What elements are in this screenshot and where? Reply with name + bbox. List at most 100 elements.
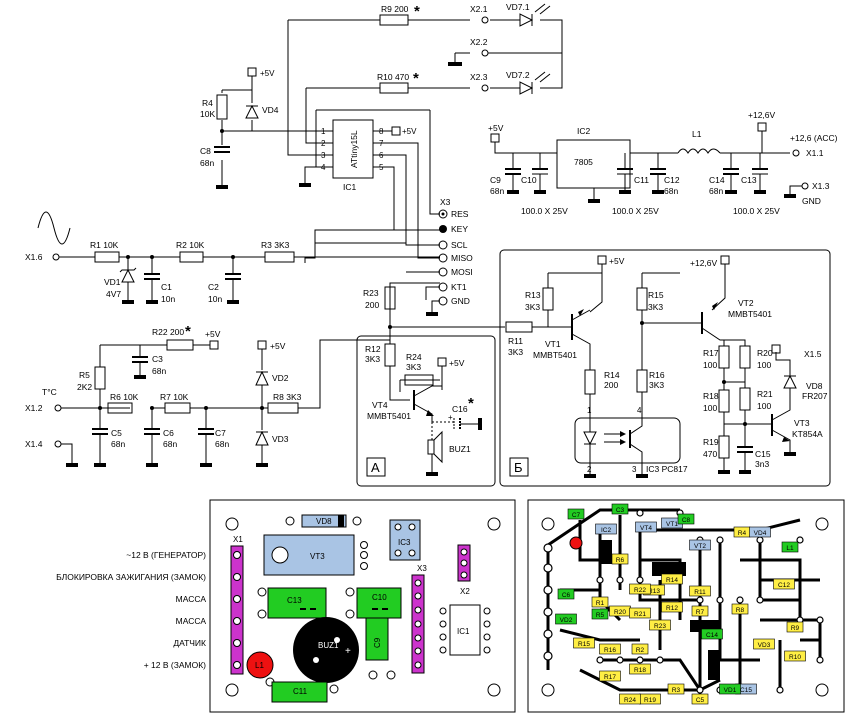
ic3-pin1: 1: [587, 406, 592, 415]
r18-value: 100: [703, 403, 717, 413]
c15-label: C15: [755, 449, 771, 459]
svg-text:R18: R18: [634, 667, 646, 674]
ic1-body: [332, 119, 374, 179]
vd3-diode-icon: [255, 430, 269, 446]
c13-part: [267, 587, 327, 619]
svg-text:C5: C5: [696, 697, 705, 704]
pcb-label-r8: R8: [731, 603, 749, 615]
pcb-label-r23: R23: [649, 619, 671, 631]
r13-label: R13: [525, 290, 541, 300]
c13-label: C13: [741, 175, 757, 185]
c10-part-label: C10: [372, 593, 387, 602]
x1-3-gnd: GND: [802, 196, 821, 206]
pcb-label-r10: R10: [784, 650, 806, 662]
pcb-label-r7: R7: [691, 605, 709, 617]
svg-text:L1: L1: [786, 545, 794, 552]
pcb-label-r16: R16: [599, 643, 621, 655]
r16-label: R16: [649, 370, 665, 380]
x3-pin-mosi: MOSI: [451, 267, 473, 277]
c16-label: C16: [452, 404, 468, 414]
resistor-r3: [264, 251, 295, 263]
svg-text:R10: R10: [789, 654, 801, 661]
pcb-label-r3: R3: [667, 683, 685, 695]
svg-text:R15: R15: [578, 641, 590, 648]
r10-asterisk: *: [413, 70, 419, 87]
c11-part: [271, 681, 328, 703]
vd3-label: VD3: [272, 434, 289, 444]
pcb-label-r19: R19: [639, 693, 661, 705]
ic2-chip: 7805: [574, 157, 593, 167]
x1-assembly-label: X1: [233, 535, 243, 544]
pcb-label-c3: C3: [611, 503, 629, 515]
vt1-value: MMBT5401: [533, 350, 577, 360]
buz1-part-label: BUZ1: [318, 641, 339, 650]
svg-text:IC2: IC2: [601, 527, 612, 534]
c2-label: C2: [208, 282, 219, 292]
pcb-label-r21: R21: [629, 607, 651, 619]
vd8-part-label: VD8: [316, 517, 332, 526]
pcb-outline: [527, 499, 845, 713]
c12-label: C12: [664, 175, 680, 185]
resistor-r15: [636, 287, 648, 311]
ic3-part-label: IC3: [398, 538, 411, 547]
pcb-label-vd4: VD4: [749, 526, 771, 538]
c8-label: C8: [200, 146, 211, 156]
r23-label: R23: [363, 288, 379, 298]
x2-1-terminal: [481, 16, 489, 24]
svg-text:VT4: VT4: [640, 525, 652, 532]
vd1-value: 4V7: [106, 289, 121, 299]
c16-asterisk: *: [468, 395, 474, 412]
vd2-diode-icon: [255, 370, 269, 386]
svg-text:R6: R6: [616, 557, 625, 564]
pcb-label-r17: R17: [599, 670, 621, 682]
r18-label: R18: [703, 391, 719, 401]
svg-text:VD1: VD1: [724, 687, 737, 694]
buz1-label: BUZ1: [449, 444, 471, 454]
pcb-label-c14: C14: [701, 628, 723, 640]
svg-text:R7: R7: [696, 609, 705, 616]
x1-label-ignition-block: БЛОКИРОВКА ЗАЖИГАНИЯ (ЗАМОК): [56, 572, 206, 582]
c16-plus: +: [448, 413, 453, 422]
svg-text:R1: R1: [596, 600, 605, 607]
power-supply-section: +5V 7805 IC2 L1 C9 68n C10 100.0 X 25V C…: [488, 110, 838, 216]
r5-label: R5: [79, 370, 90, 380]
svg-text:R20: R20: [614, 609, 626, 616]
box-b-label: Б: [514, 460, 523, 475]
resistor-r1: [94, 251, 120, 263]
vd8-value: FR207: [802, 391, 828, 401]
ic3-pin4: 4: [637, 406, 642, 415]
buz1-speaker-icon: [427, 439, 435, 455]
x3-pin-key: KEY: [451, 224, 468, 234]
vt4-value: MMBT5401: [367, 411, 411, 421]
c14-label: C14: [709, 175, 725, 185]
svg-text:R16: R16: [604, 647, 616, 654]
svg-text:R17: R17: [604, 674, 616, 681]
x1-5-label: X1.5: [804, 349, 822, 359]
r11-label: R11: [508, 336, 523, 346]
l1-part-label: L1: [255, 661, 264, 670]
pcb-label-c7: C7: [567, 508, 585, 520]
svg-text:R2: R2: [636, 647, 645, 654]
c13-part-label: C13: [287, 596, 302, 605]
l1-part: [246, 651, 274, 679]
x1-label-generator: ~12 В (ГЕНЕРАТОР): [126, 550, 206, 560]
c7-value: 68n: [215, 439, 229, 449]
ic1-section: ATtiny15L IC1 1 2 3 4 8 7 6 5 +5V +5V R4…: [200, 20, 440, 263]
pcb-label-ic2: IC2: [595, 523, 617, 535]
x3-pin-kt1: KT1: [451, 282, 467, 292]
resistor-r24: [404, 374, 434, 386]
pcb-label-r12: R12: [661, 601, 683, 613]
input-x1-6-section: X1.6 R1 10K R2 10K R3 3K3 VD1 4V7 C1 10n…: [25, 211, 440, 304]
pcb-label-r1: R1: [591, 596, 609, 608]
r13-value: 3K3: [525, 302, 540, 312]
x1-label-ground-1: МАССА: [176, 594, 207, 604]
temperature-section: R22 200 * +5V C3 68n R5 2K2 T°C X1.2 R6 …: [25, 323, 390, 467]
c5-label: C5: [111, 428, 122, 438]
r14-value: 200: [604, 380, 618, 390]
pcb-label-r6: R6: [611, 553, 629, 565]
r24-vcc-label: +5V: [449, 358, 465, 368]
ic2-label: IC2: [577, 126, 591, 136]
pcb-label-r11: R11: [689, 585, 711, 597]
